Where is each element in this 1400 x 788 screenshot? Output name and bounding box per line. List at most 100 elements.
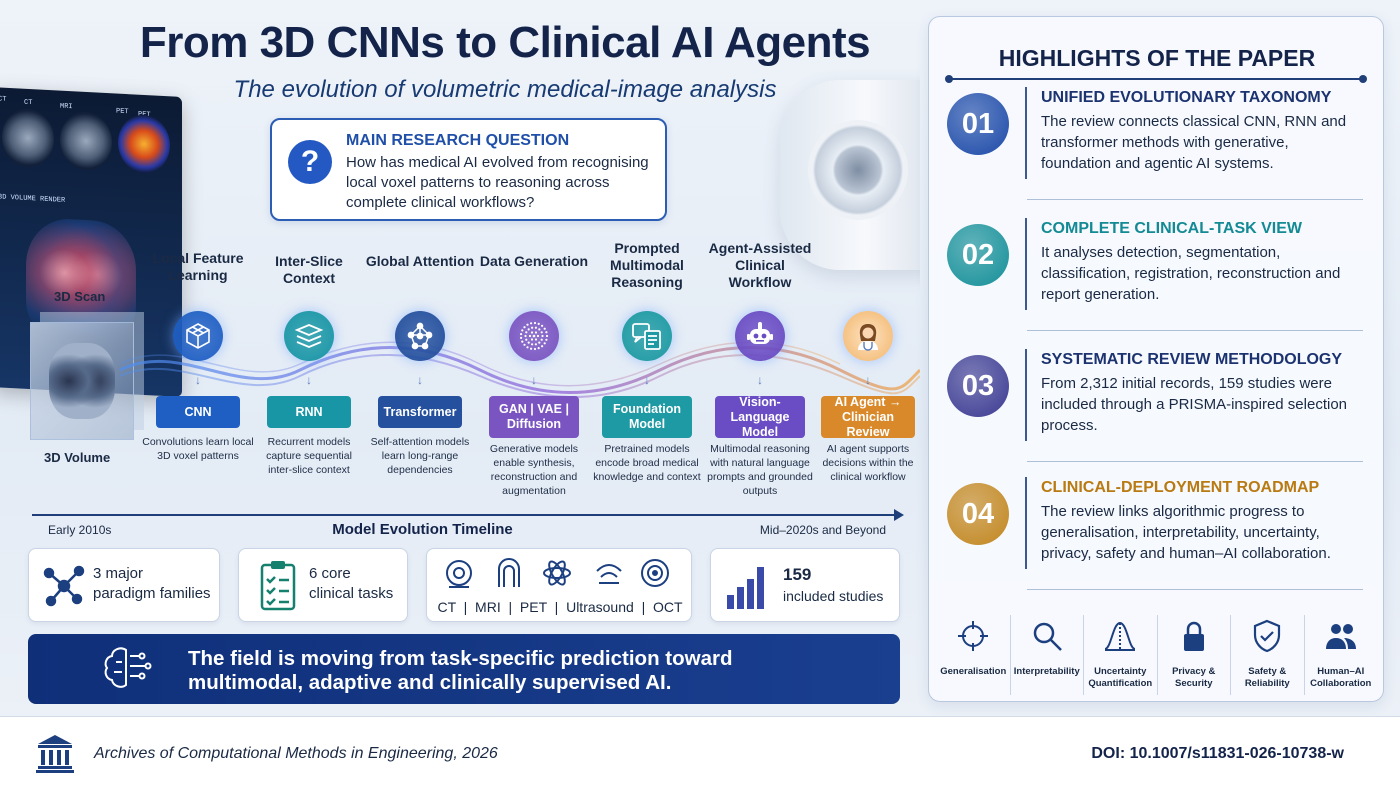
3d-volume-label: 3D Volume [44, 450, 111, 465]
challenge-item: Human–AI Collaboration [1305, 615, 1378, 695]
step-description: Pretrained models encode broad medical k… [593, 443, 701, 483]
challenge-item: Privacy & Security [1158, 615, 1231, 695]
stat-studies-label: included studies [783, 588, 884, 604]
stat-tasks-line1: 6 core [309, 565, 351, 582]
clipboard-checklist-icon [260, 561, 296, 611]
conclusion-banner: The field is moving from task-specific p… [28, 634, 900, 704]
stat-studies-number: 159 [783, 565, 812, 584]
step-badge: Transformer [378, 396, 462, 428]
highlight-heading: SYSTEMATIC REVIEW METHODOLOGY [1041, 351, 1343, 368]
clinician-icon [843, 311, 893, 361]
chat-document-icon [622, 311, 672, 361]
step-arrow: ↓ [644, 373, 650, 387]
step-title: Local Feature Learning [152, 250, 244, 283]
step-arrow: ↓ [757, 373, 763, 387]
step-badge: AI Agent → Clinician Review [821, 395, 915, 439]
challenge-item: Interpretability [1011, 615, 1084, 695]
step-badge: Vision-Language Model [715, 395, 805, 439]
step-description: Convolutions learn local 3D voxel patter… [142, 436, 254, 462]
highlight-separator [1027, 461, 1363, 462]
challenge-label: Privacy & Security [1172, 666, 1216, 689]
step-title: Inter-Slice Context [275, 253, 343, 286]
volume-render-label: 3D VOLUME RENDER [0, 193, 66, 205]
challenge-label: Safety & Reliability [1244, 666, 1290, 689]
modality-icons [446, 558, 669, 588]
challenge-label: Generalisation [940, 666, 1007, 677]
monitor-label-ct-2: CT [24, 98, 33, 108]
layers-icon [284, 311, 334, 361]
research-question-text: How has medical AI evolved from recognis… [346, 154, 649, 211]
step-badge: RNN [267, 396, 351, 428]
dot-sphere-icon [509, 311, 559, 361]
timeline-start: Early 2010s [48, 523, 112, 537]
step-arrow: ↓ [531, 373, 537, 387]
highlight-separator [1027, 199, 1363, 200]
molecule-icon [43, 565, 85, 607]
shield-check-icon [1254, 619, 1281, 653]
highlight-divider-bar [1025, 87, 1027, 179]
network-icon [395, 311, 445, 361]
brain-circuit-icon [104, 647, 152, 688]
highlight-heading: UNIFIED EVOLUTIONARY TAXONOMY [1041, 89, 1332, 106]
challenge-item: Safety & Reliability [1231, 615, 1305, 695]
timeline-label: Model Evolution Timeline [332, 521, 513, 538]
challenge-item: Generalisation [937, 615, 1011, 695]
bar-chart-icon [727, 567, 764, 609]
bell-curve-icon [1104, 621, 1136, 651]
step-arrow: ↓ [865, 373, 871, 387]
research-question-heading: MAIN RESEARCH QUESTION [346, 132, 570, 149]
highlights-panel: HIGHLIGHTS OF THE PAPER 01 UNIFIED EVOLUT… [928, 16, 1384, 702]
highlight-separator [1027, 330, 1363, 331]
stat-studies: 159 included studies [710, 548, 900, 622]
3d-scan-label: 3D Scan [54, 289, 106, 304]
pet-scan-image [118, 113, 170, 175]
timeline-arrow [32, 509, 904, 521]
step-title: Agent-Assisted Clinical Workflow [708, 240, 812, 290]
highlights-title: HIGHLIGHTS OF THE PAPER [998, 45, 1316, 71]
page-title: From 3D CNNs to Clinical AI Agents [139, 18, 871, 67]
challenge-item: Uncertainty Quantification [1084, 615, 1158, 695]
highlight-divider-bar [1025, 349, 1027, 441]
doi-text: DOI: 10.1007/s11831-026-10738-w [1091, 745, 1344, 762]
step-description: Self-attention models learn long-range d… [370, 436, 470, 476]
highlight-number: 04 [947, 483, 1009, 545]
step-description: Multimodal reasoning with natural langua… [707, 443, 813, 497]
highlight-number: 01 [947, 93, 1009, 155]
research-question-card: ? MAIN RESEARCH QUESTION How has medical… [270, 118, 667, 221]
page-subtitle: The evolution of volumetric medical-imag… [233, 76, 777, 103]
highlight-text: The review links algorithmic progress to… [1041, 503, 1331, 562]
step-badge: GAN | VAE | Diffusion [489, 396, 579, 438]
challenge-label: Uncertainty Quantification [1088, 666, 1153, 689]
stat-modalities: CT | MRI | PET | Ultrasound | OCT [426, 548, 692, 622]
modality-list: CT | MRI | PET | Ultrasound | OCT [437, 599, 683, 615]
highlight-heading: COMPLETE CLINICAL-TASK VIEW [1041, 220, 1303, 237]
step-description: Generative models enable synthesis, reco… [489, 443, 579, 497]
robot-icon [735, 311, 785, 361]
people-icon [1325, 624, 1356, 649]
data-flow-wave [120, 341, 920, 398]
highlight-separator [1027, 589, 1363, 590]
challenges-row: Generalisation Interpretability Uncertaint… [937, 615, 1377, 695]
mri-scanner-image [780, 80, 920, 270]
footer: Archives of Computational Methods in Eng… [0, 716, 1400, 788]
mri-scan-image [60, 110, 112, 172]
step-description: AI agent supports decisions within the c… [822, 443, 914, 483]
challenge-label: Human–AI Collaboration [1310, 666, 1372, 689]
step-title: Prompted Multimodal Reasoning [610, 240, 684, 290]
highlight-text: From 2,312 initial records, 159 studies … [1041, 375, 1347, 434]
crosshair-icon [958, 621, 989, 651]
step-badge: Foundation Model [602, 396, 692, 438]
step-badge: CNN [156, 396, 240, 428]
step-arrow: ↓ [417, 373, 423, 387]
step-description: Recurrent models capture sequential inte… [266, 436, 352, 476]
highlight-divider-bar [1025, 477, 1027, 569]
highlight-divider-bar [1025, 218, 1027, 310]
banner-line2: multimodal, adaptive and clinically supe… [188, 671, 672, 694]
challenge-label: Interpretability [1013, 666, 1080, 677]
timeline-end: Mid–2020s and Beyond [759, 523, 886, 537]
highlight-text: It analyses detection, segmentation, cla… [1041, 244, 1341, 303]
banner-line1: The field is moving from task-specific p… [188, 647, 733, 670]
highlight-text: The review connects classical CNN, RNN a… [1041, 113, 1347, 172]
step-title: Global Attention [365, 253, 475, 269]
